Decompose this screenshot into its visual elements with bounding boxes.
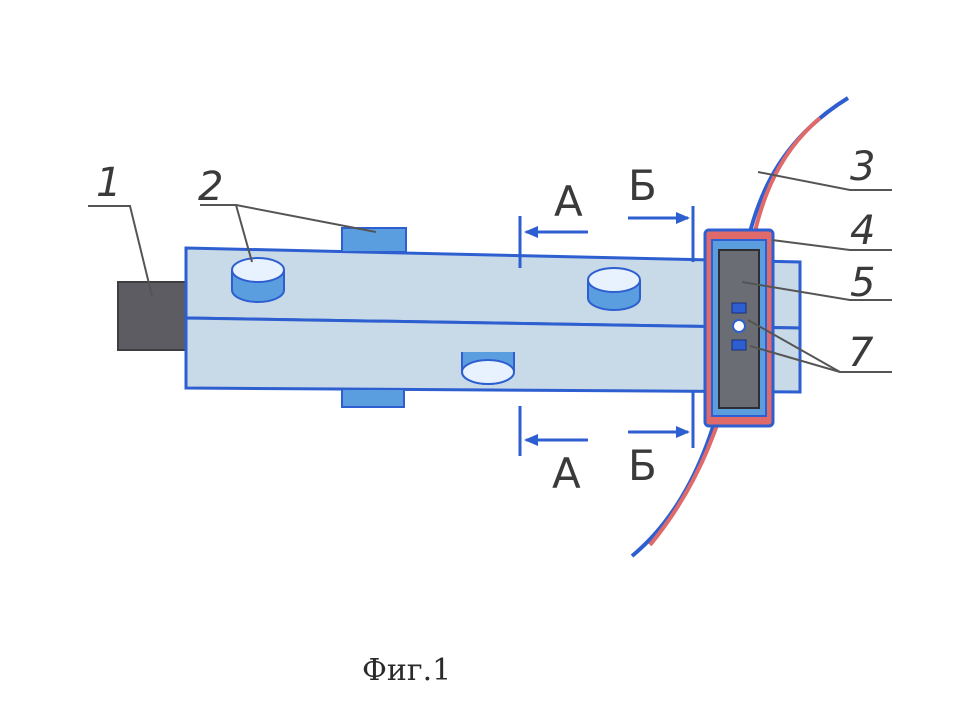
clamp-assembly <box>703 228 775 428</box>
fastener-7-bottom <box>731 339 747 351</box>
callout-3: 3 <box>850 144 875 190</box>
pin-left <box>231 257 285 303</box>
callout-2: 2 <box>198 164 223 210</box>
bottom-pad <box>341 388 405 408</box>
pin-middle <box>587 267 641 311</box>
fastener-7-center <box>732 319 746 333</box>
callout-5: 5 <box>850 260 875 306</box>
section-b-top-label: Б <box>628 161 657 210</box>
section-a-top-label: А <box>554 177 583 226</box>
fastener-7-top <box>731 302 747 314</box>
callout-1: 1 <box>96 160 121 206</box>
section-arrowheads <box>524 212 690 446</box>
callout-4: 4 <box>850 208 875 254</box>
section-a-bottom-label: А <box>552 449 581 498</box>
figure-caption: Фиг.1 <box>362 653 451 688</box>
pin-lower <box>461 352 515 385</box>
leader-lines <box>88 171 892 373</box>
section-b-bottom-label: Б <box>628 441 657 490</box>
callout-7: 7 <box>848 330 874 376</box>
top-pad <box>341 227 407 253</box>
